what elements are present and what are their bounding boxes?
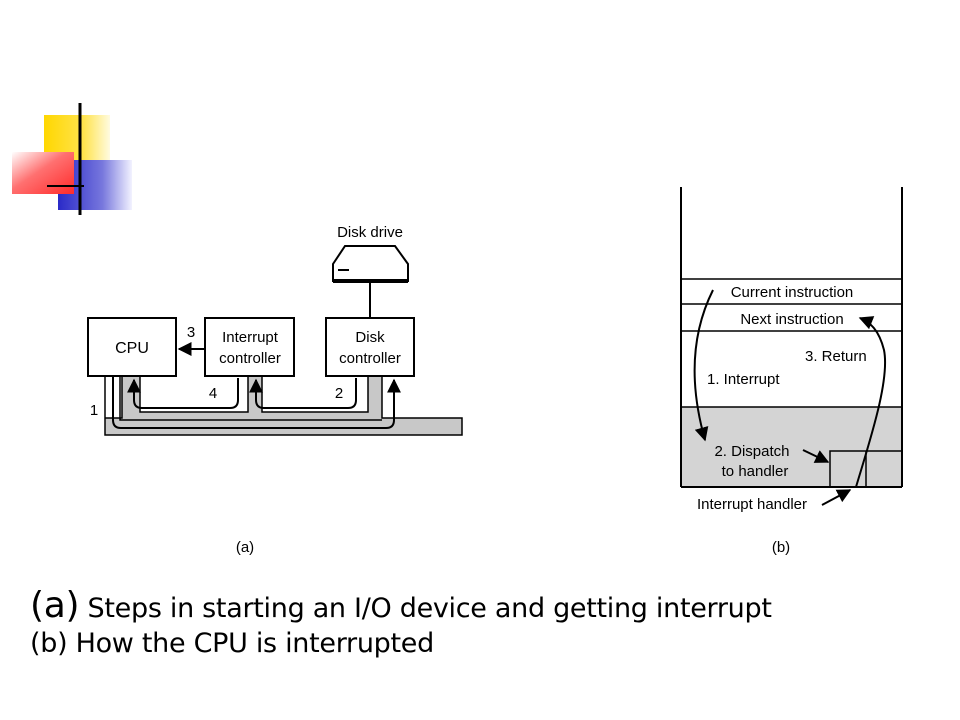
disk-drive-label: Disk drive — [337, 224, 403, 241]
slide-logo — [12, 103, 132, 215]
interrupt-handler-label: Interrupt handler — [697, 496, 807, 513]
diagram-a-label: (a) — [236, 539, 254, 556]
cpu-box — [87, 317, 177, 377]
caption-a-text: Steps in starting an I/O device and gett… — [79, 593, 772, 624]
dispatch-label-1: 2. Dispatch — [714, 443, 789, 460]
interrupt-handler-box — [829, 450, 867, 488]
next-instruction-label: Next instruction — [740, 311, 843, 328]
current-instruction-label: Current instruction — [731, 284, 854, 301]
caption-a-marker: (a) — [30, 585, 80, 626]
diagram-b: Current instruction Next instruction 1. … — [680, 187, 903, 556]
interrupt-step-label: 1. Interrupt — [707, 371, 780, 388]
interrupt-controller-label-1: Interrupt — [222, 329, 279, 346]
disk-drive-icon — [332, 245, 409, 283]
interrupt-controller-label-2: controller — [219, 350, 281, 367]
disk-controller-box — [325, 317, 415, 377]
step-2-label: 2 — [335, 385, 343, 402]
disk-controller-label-1: Disk — [355, 329, 385, 346]
bus — [104, 374, 463, 436]
dispatch-label-2: to handler — [722, 463, 789, 480]
return-step-label: 3. Return — [805, 348, 867, 365]
step-4-label: 4 — [209, 385, 217, 402]
interrupt-controller-box — [204, 317, 295, 377]
diagram-a: Disk drive CPU Interrupt controller Disk… — [87, 224, 463, 556]
caption-b: (b) How the CPU is interrupted — [30, 628, 434, 659]
step-3-label: 3 — [187, 324, 195, 341]
disk-controller-label-2: controller — [339, 350, 401, 367]
caption-a: (a) Steps in starting an I/O device and … — [30, 585, 772, 626]
slide-caption: (a) Steps in starting an I/O device and … — [30, 585, 772, 659]
handler-region — [681, 407, 902, 487]
step-1-label: 1 — [90, 402, 98, 419]
diagram-b-label: (b) — [772, 539, 790, 556]
cpu-label: CPU — [115, 340, 149, 357]
